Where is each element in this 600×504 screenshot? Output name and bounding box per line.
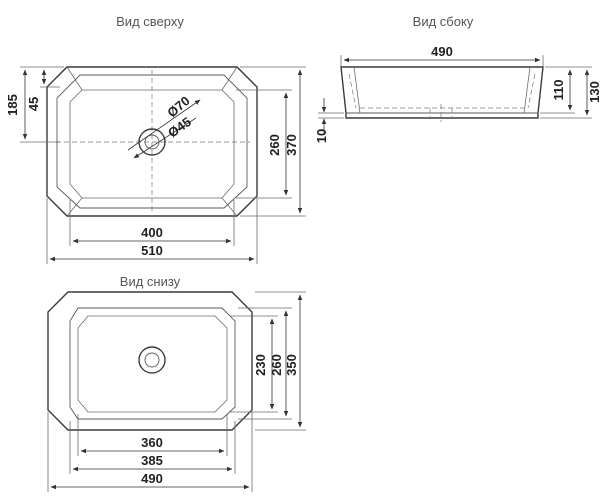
dim-260-bottom: 260 — [269, 354, 284, 376]
bottom-view-title: Вид снизу — [120, 274, 181, 289]
dim-d70: Ø70 — [164, 93, 192, 120]
side-view-title: Вид сбоку — [413, 14, 474, 29]
bottom-view-foot-outer — [69, 307, 236, 420]
dim-360: 360 — [141, 435, 163, 450]
dim-350: 350 — [284, 354, 299, 376]
dim-185: 185 — [5, 94, 20, 116]
bottom-view-outer-contour — [47, 291, 253, 431]
dim-510: 510 — [141, 243, 163, 258]
dim-130: 130 — [587, 81, 600, 103]
dim-490-bottom: 490 — [141, 471, 163, 486]
bottom-view-drain-outer — [138, 346, 166, 374]
dim-110: 110 — [551, 80, 566, 101]
dim-385: 385 — [141, 453, 163, 468]
top-view: Вид сверху Ø70 Ø45 185 45 — [5, 14, 306, 264]
bottom-view-drain-inner — [144, 352, 160, 368]
dim-d45: Ø45 — [165, 114, 194, 140]
dim-230: 230 — [253, 354, 268, 376]
dim-370: 370 — [284, 134, 299, 156]
dim-400: 400 — [141, 225, 163, 240]
bottom-view-foot-inner — [77, 315, 228, 413]
top-view-title: Вид сверху — [116, 14, 184, 29]
bottom-view: Вид снизу 230 260 350 360 385 — [47, 274, 306, 492]
dim-490-side: 490 — [431, 44, 453, 59]
side-view: Вид сбоку 490 110 130 10 — [314, 14, 600, 143]
top-view-inner-contour — [56, 74, 248, 209]
dim-10: 10 — [314, 129, 329, 143]
side-view-body — [340, 66, 544, 119]
dim-260-top: 260 — [267, 134, 282, 156]
dim-45: 45 — [26, 97, 41, 111]
